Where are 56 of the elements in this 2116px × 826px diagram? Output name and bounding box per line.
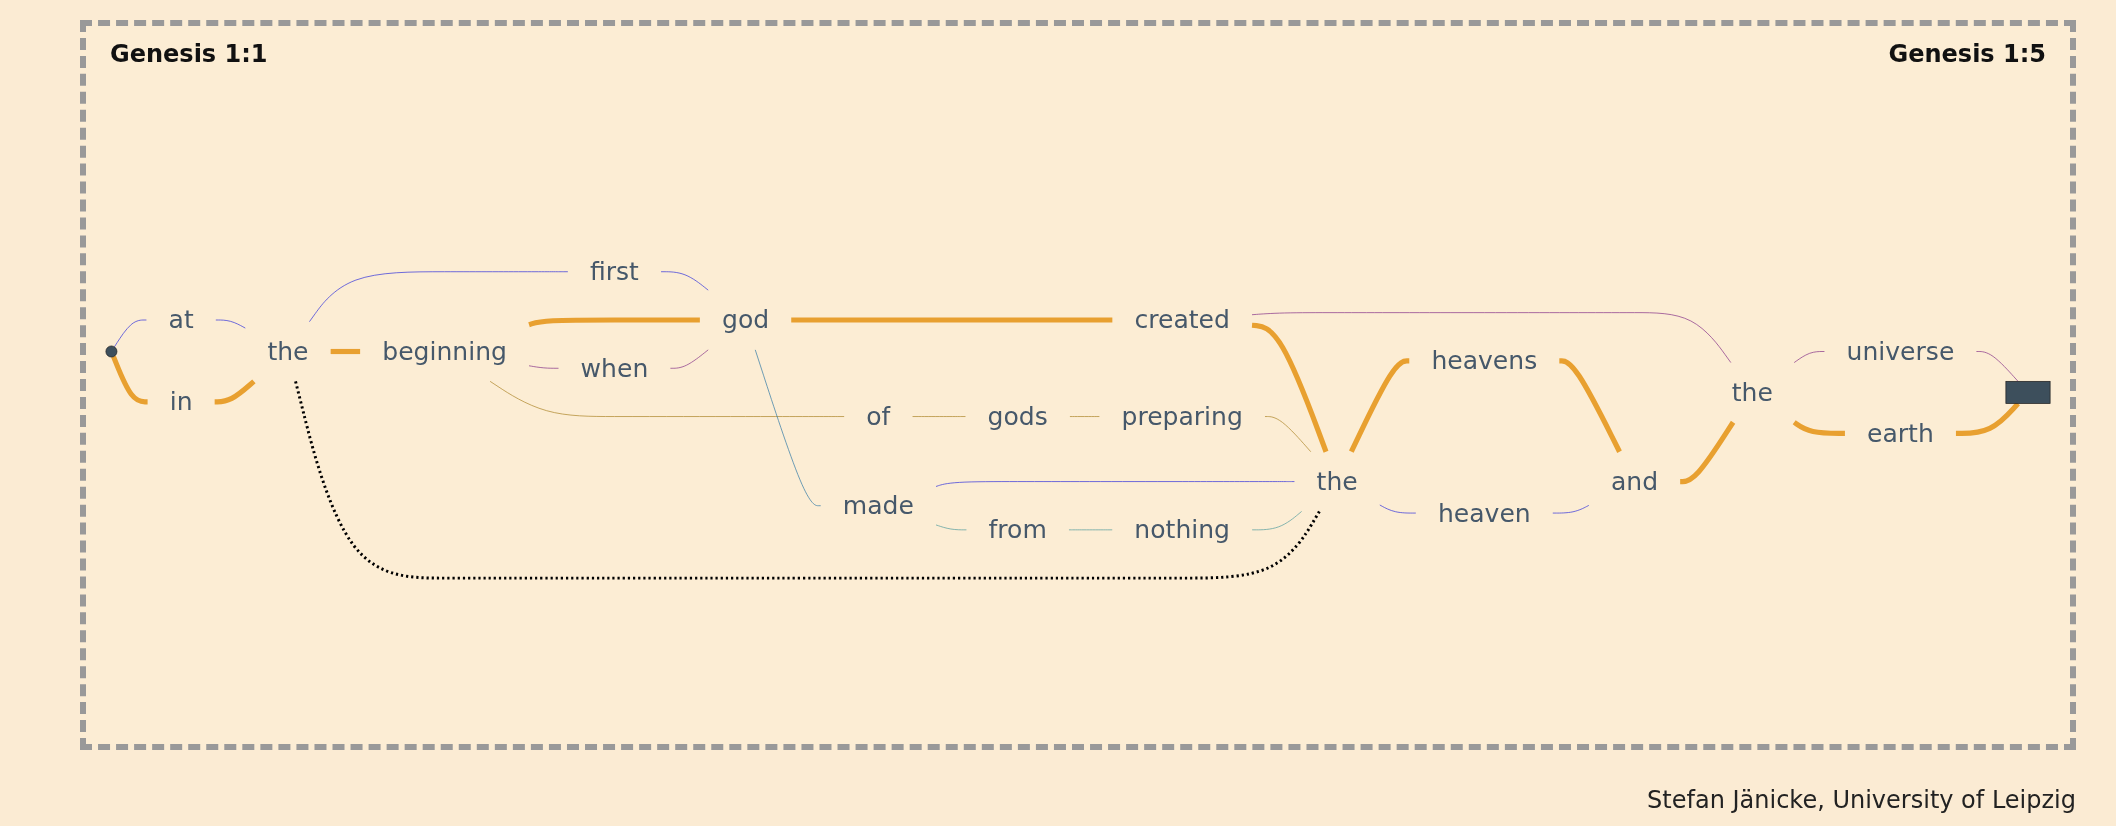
connector bbox=[935, 481, 1295, 487]
node-text: and bbox=[1610, 466, 1659, 496]
node-text: in bbox=[169, 386, 193, 417]
connector bbox=[330, 348, 361, 355]
connector bbox=[1793, 351, 1825, 363]
node-text: earth bbox=[1867, 418, 1934, 448]
connector bbox=[1680, 420, 1736, 485]
connector bbox=[114, 319, 147, 348]
connector bbox=[1251, 322, 1329, 453]
node-text: made bbox=[842, 490, 914, 521]
node-text: the bbox=[1316, 466, 1358, 496]
node-text: nothing bbox=[1134, 514, 1231, 545]
node-text: created bbox=[1134, 304, 1230, 335]
connector bbox=[791, 317, 1113, 323]
connector bbox=[1068, 529, 1113, 531]
connector bbox=[1552, 505, 1590, 514]
connector bbox=[1251, 312, 1732, 363]
node-text: first bbox=[589, 256, 639, 287]
connector bbox=[660, 271, 709, 291]
connector bbox=[1379, 504, 1417, 514]
connector bbox=[935, 524, 967, 531]
connector bbox=[754, 349, 822, 507]
connector bbox=[1264, 416, 1312, 453]
node-text: at bbox=[168, 304, 194, 335]
connector bbox=[309, 271, 569, 323]
node-text: from bbox=[988, 514, 1047, 545]
connector bbox=[528, 317, 700, 328]
node-text: of bbox=[866, 401, 891, 431]
node-text: god bbox=[721, 304, 770, 335]
node-text: preparing bbox=[1121, 401, 1243, 431]
caption: Stefan Jänicke, University of Leipzig bbox=[1647, 786, 2076, 814]
connector bbox=[912, 416, 966, 417]
verse-label: Genesis 1:1 bbox=[110, 40, 268, 68]
connector bbox=[1349, 358, 1410, 453]
node-text: the bbox=[267, 336, 309, 366]
verse-label: Genesis 1:5 bbox=[1888, 40, 2046, 68]
node-text: gods bbox=[987, 401, 1048, 431]
node-text: universe bbox=[1846, 336, 1955, 366]
connector bbox=[670, 349, 709, 369]
node-circle bbox=[105, 345, 118, 358]
connector bbox=[214, 379, 256, 405]
node-box bbox=[2005, 381, 2051, 404]
connector bbox=[1976, 351, 2019, 382]
node-text: heavens bbox=[1431, 345, 1538, 376]
connector bbox=[1559, 358, 1622, 453]
connector bbox=[1069, 416, 1100, 417]
node-text: when bbox=[580, 353, 649, 383]
connector bbox=[1792, 420, 1845, 436]
node-text: beginning bbox=[382, 336, 507, 366]
connector bbox=[294, 381, 1321, 580]
node-text: the bbox=[1731, 377, 1773, 407]
node-text: heaven bbox=[1437, 497, 1531, 528]
connector bbox=[215, 319, 246, 329]
connector bbox=[489, 381, 845, 417]
connector bbox=[528, 365, 559, 369]
connector bbox=[1251, 511, 1302, 531]
